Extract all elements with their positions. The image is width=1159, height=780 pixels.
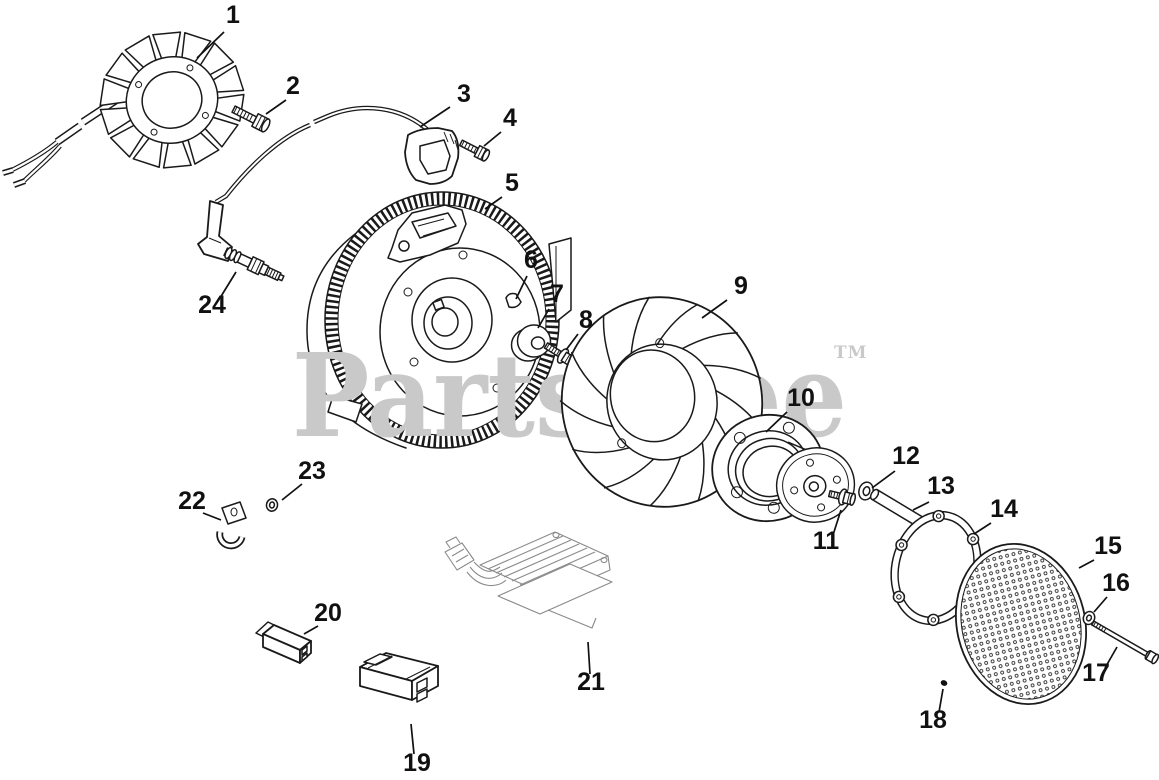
svg-text:10: 10 xyxy=(787,384,815,412)
callout-20[interactable]: 20 xyxy=(303,599,342,635)
callout-6[interactable]: 6 xyxy=(515,246,538,300)
part-18-plug-dot xyxy=(940,680,948,686)
part-4-screw xyxy=(458,139,491,162)
svg-text:11: 11 xyxy=(813,527,840,555)
svg-text:16: 16 xyxy=(1102,569,1130,597)
callout-18[interactable]: 18 xyxy=(919,688,947,734)
part-10-hub xyxy=(711,413,856,523)
part-20-connector-sleeve xyxy=(255,621,312,664)
callout-22[interactable]: 22 xyxy=(178,487,222,521)
svg-text:19: 19 xyxy=(403,749,431,777)
svg-text:18: 18 xyxy=(919,706,947,734)
callout-15[interactable]: 15 xyxy=(1078,532,1122,569)
callout-8[interactable]: 8 xyxy=(565,306,593,351)
svg-text:13: 13 xyxy=(927,472,955,500)
part-11-bolt xyxy=(827,488,857,507)
callout-4[interactable]: 4 xyxy=(483,104,517,147)
callout-21[interactable]: 21 xyxy=(577,641,605,696)
callouts-layer: 1 2 3 4 5 6 7 8 9 10 11 12 13 14 15 16 1… xyxy=(178,1,1130,777)
svg-text:7: 7 xyxy=(550,280,564,308)
part-24-spark-plug xyxy=(223,246,285,282)
callout-5[interactable]: 5 xyxy=(484,169,519,210)
part-1-stator xyxy=(99,31,245,169)
part-3-ignition-coil xyxy=(404,127,460,185)
stator-lead-wires xyxy=(2,89,130,188)
callout-2[interactable]: 2 xyxy=(265,72,300,115)
callout-12[interactable]: 12 xyxy=(871,442,920,489)
callout-19[interactable]: 19 xyxy=(403,723,431,777)
callout-17[interactable]: 17 xyxy=(1082,646,1118,687)
svg-text:2: 2 xyxy=(286,72,300,100)
part-19-connector xyxy=(359,652,439,703)
svg-text:22: 22 xyxy=(178,487,206,515)
svg-text:12: 12 xyxy=(892,442,920,470)
watermark-trademark: TM xyxy=(834,343,867,363)
svg-text:6: 6 xyxy=(524,246,538,274)
part-17-long-bolt xyxy=(1090,620,1159,665)
part-21-regulator xyxy=(444,531,613,629)
callout-9[interactable]: 9 xyxy=(701,272,748,319)
part-16-washer xyxy=(1082,610,1096,626)
callout-23[interactable]: 23 xyxy=(281,457,326,501)
svg-text:24: 24 xyxy=(198,291,226,319)
callout-24[interactable]: 24 xyxy=(198,271,237,319)
svg-text:8: 8 xyxy=(579,306,593,334)
svg-text:23: 23 xyxy=(298,457,326,485)
part-2-bolt xyxy=(231,105,271,133)
svg-text:15: 15 xyxy=(1094,532,1122,560)
part-7-washer xyxy=(510,324,552,362)
part-15-debris-screen xyxy=(954,542,1088,706)
spark-plug-wire xyxy=(214,105,432,204)
svg-text:4: 4 xyxy=(503,104,517,132)
callout-3[interactable]: 3 xyxy=(419,80,471,128)
part-22-clamp xyxy=(216,501,247,550)
part-23-nut xyxy=(265,498,279,512)
callout-10[interactable]: 10 xyxy=(765,384,815,433)
svg-text:20: 20 xyxy=(314,599,342,627)
svg-text:5: 5 xyxy=(505,169,519,197)
callout-14[interactable]: 14 xyxy=(973,495,1018,535)
callout-11[interactable]: 11 xyxy=(813,509,842,555)
svg-text:21: 21 xyxy=(577,668,605,696)
svg-text:9: 9 xyxy=(734,272,748,300)
svg-text:3: 3 xyxy=(457,80,471,108)
callout-7[interactable]: 7 xyxy=(537,280,564,329)
part-9-fan xyxy=(559,296,764,508)
spark-plug-boot xyxy=(197,200,233,262)
svg-text:17: 17 xyxy=(1082,659,1110,687)
callout-1[interactable]: 1 xyxy=(196,1,240,59)
callout-13[interactable]: 13 xyxy=(912,472,955,511)
callout-16[interactable]: 16 xyxy=(1093,569,1130,613)
svg-text:14: 14 xyxy=(990,495,1018,523)
part-12-washer xyxy=(858,481,874,501)
part-5-flywheel xyxy=(306,191,572,449)
svg-text:1: 1 xyxy=(226,1,240,29)
